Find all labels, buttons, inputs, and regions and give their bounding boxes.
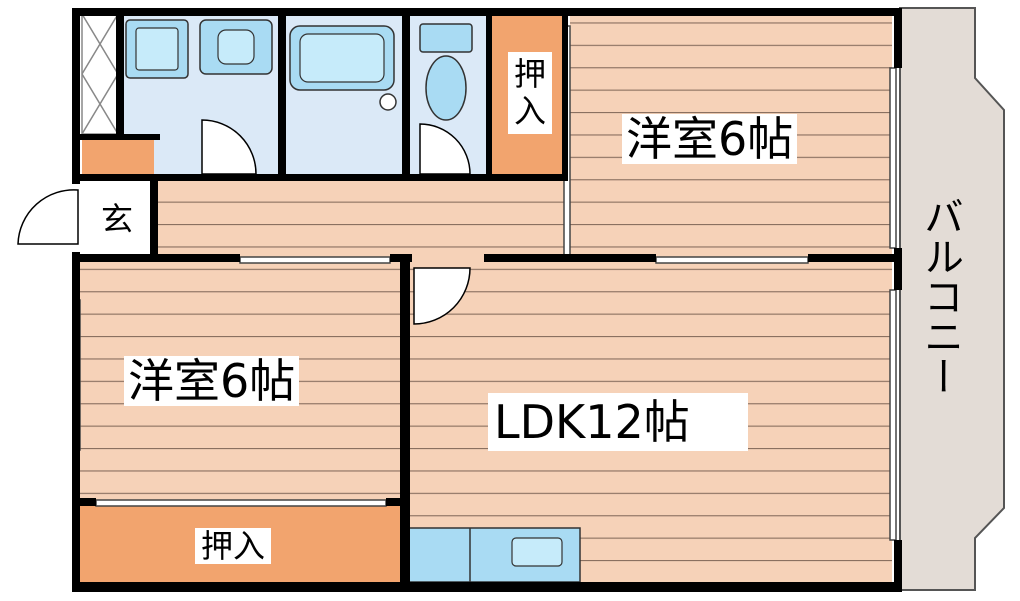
walls (72, 8, 902, 592)
shoe-box (82, 140, 154, 174)
bedroom-lower-label: 洋室6帖 (124, 356, 300, 406)
washbasin-icon (125, 19, 189, 79)
hallway-floor (155, 180, 570, 260)
door-swings (17, 119, 471, 325)
washing-machine-icon (199, 19, 273, 75)
bedroom-upper-label: 洋室6帖 (622, 114, 798, 164)
entrance-label: 玄 (98, 202, 137, 236)
toilet-icon (419, 23, 473, 121)
ldk-label: LDK12帖 (488, 393, 748, 451)
closet-lower-label: 押入 (195, 528, 272, 564)
bathtub-icon (289, 25, 397, 111)
closet-upper-label: 押入 (508, 52, 552, 134)
balcony-area (899, 7, 1005, 591)
storage-cross-icon (81, 13, 119, 135)
kitchen-counter-icon (407, 527, 581, 583)
balcony-label: バルコニー (917, 196, 963, 396)
